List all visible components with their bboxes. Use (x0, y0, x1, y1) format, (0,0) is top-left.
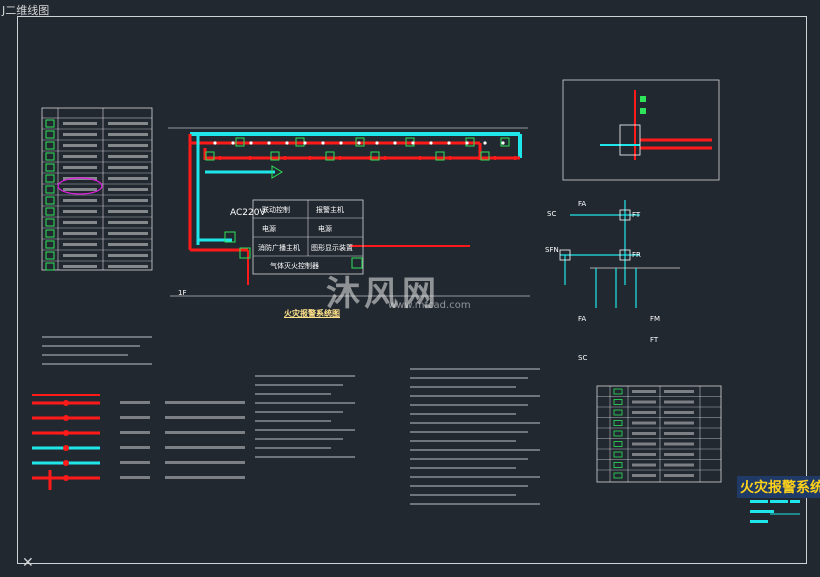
legend-symbol-icon (45, 196, 55, 205)
legend-symbol-icon (45, 240, 55, 249)
detector-icon (355, 137, 365, 147)
label-fm: FM (650, 315, 661, 323)
controller-cell: 电源 (318, 225, 332, 233)
label-ft-bottom: FT (650, 336, 659, 344)
voltage-label: AC220V (230, 208, 266, 218)
label-fa-bottom: FA (578, 315, 587, 323)
speaker-icon (271, 165, 283, 179)
detector-icon (325, 151, 335, 161)
module-icon (224, 231, 236, 243)
legend-symbol-icon (45, 174, 55, 183)
equipment-table (596, 385, 722, 483)
controller-cell: 报警主机 (316, 206, 344, 214)
detector-icon (370, 151, 380, 161)
system-title: 火灾报警系统 (737, 476, 820, 498)
diagram-title: 火灾报警系统图 (284, 309, 340, 318)
legend-symbol-icon (45, 251, 55, 260)
watermark-url: www.mfcad.com (388, 300, 471, 311)
legend-symbol-icon (45, 207, 55, 216)
detector-icon (435, 151, 445, 161)
legend-symbol-icon (45, 119, 55, 128)
controller-cell: 图形显示装置 (311, 244, 353, 252)
watermark-logo: 沐风网 (326, 274, 440, 314)
line-type-legend (32, 394, 245, 490)
close-icon[interactable]: ✕ (22, 555, 34, 571)
label-sc-bottom: SC (578, 354, 588, 362)
legend-symbol-icon (45, 262, 55, 271)
title-legend-strips (750, 500, 800, 523)
drawing-tab-label[interactable]: J二维线图 (2, 4, 50, 17)
legend-symbol-icon (45, 163, 55, 172)
highlight-ellipse (57, 177, 103, 195)
detector-icon (205, 151, 215, 161)
label-sc: SC (547, 210, 557, 218)
power-panel-diagram (562, 79, 720, 181)
legend-symbol-icon (45, 130, 55, 139)
detector-icon (480, 151, 490, 161)
legend-symbol-icon (45, 229, 55, 238)
label-sfn: SFN (545, 246, 559, 254)
legend-symbol-icon (45, 218, 55, 227)
label-fr: FR (632, 251, 641, 259)
detector-icon (270, 151, 280, 161)
label-ft: FT (632, 211, 641, 219)
legend-symbol-icon (45, 141, 55, 150)
controller-box[interactable] (252, 199, 364, 275)
module-icon (351, 257, 363, 269)
drawing-frame (17, 16, 807, 564)
detector-icon (235, 137, 245, 147)
module-icon (239, 247, 251, 259)
legend-table (41, 107, 153, 271)
legend-symbol-icon (45, 185, 55, 194)
controller-cell: 消防广播主机 (258, 244, 300, 252)
label-fa: FA (578, 200, 587, 208)
detector-icon (500, 137, 510, 147)
alarm-wiring-diagram (559, 200, 680, 308)
controller-cell: 联动控制 (262, 206, 290, 214)
legend-symbol-icon (45, 152, 55, 161)
controller-cell: 气体灭火控制器 (270, 262, 319, 270)
floor-label: 1F (178, 289, 187, 297)
controller-cell: 电源 (262, 225, 276, 233)
